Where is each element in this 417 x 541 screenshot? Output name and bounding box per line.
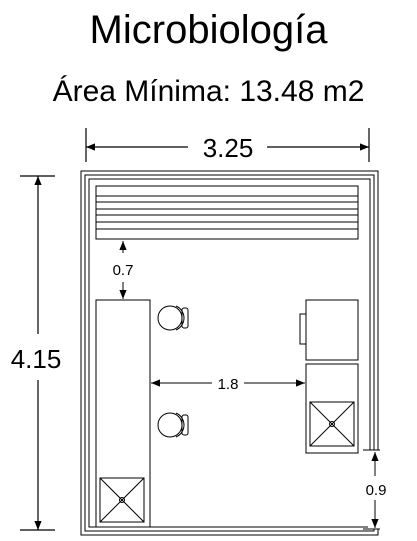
door-clearance-label: 0.9 <box>366 482 387 499</box>
width-dimension-label: 3.25 <box>203 133 254 163</box>
plan-title: Microbiología <box>89 8 328 52</box>
length-dimension-label: 4.15 <box>11 344 62 374</box>
door-opening <box>363 449 380 530</box>
aisle-clearance-label: 1.8 <box>218 376 239 393</box>
stool-upper <box>157 305 189 331</box>
width-dimension <box>85 128 370 162</box>
stool-lower <box>157 412 189 438</box>
top-clearance-label: 0.7 <box>113 262 134 279</box>
right-cabinet <box>299 299 359 361</box>
left-counter <box>95 299 151 528</box>
minimum-area-label: Área Mínima: 13.48 m2 <box>52 75 365 108</box>
room-walls <box>80 170 379 536</box>
length-dimension <box>20 175 55 531</box>
right-counter <box>305 363 359 454</box>
wall-shelving <box>95 185 359 240</box>
